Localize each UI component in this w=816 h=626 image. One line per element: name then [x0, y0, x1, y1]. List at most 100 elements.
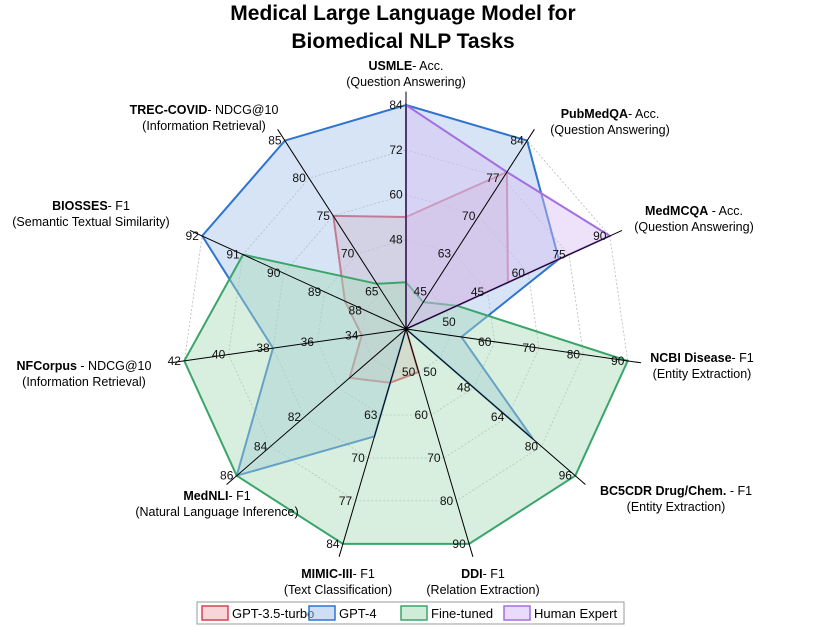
legend-label: Human Expert — [534, 606, 617, 621]
axis-title: USMLE- Acc. — [368, 59, 443, 73]
tick-label: 70 — [341, 247, 355, 261]
series-layer — [183, 103, 630, 545]
tick-label: 45 — [414, 284, 428, 298]
spoke-3 — [405, 229, 623, 330]
axis-name: MIMIC-III — [301, 567, 352, 581]
tick-label: 89 — [308, 285, 322, 299]
tick-label: 48 — [389, 232, 403, 246]
legend-label: GPT-4 — [339, 606, 377, 621]
tick-label: 40 — [212, 348, 226, 362]
axis-metric: - F1 — [108, 199, 130, 213]
tick-label: 70 — [351, 451, 365, 465]
axis-metric: - F1 — [732, 351, 754, 365]
spoke-4 — [405, 328, 642, 364]
axis-metric: - NDCG@10 — [207, 103, 278, 117]
axis-label-7: MIMIC-III- F1(Text Classification) — [284, 567, 392, 597]
axis-label-9: NFCorpus - NDCG@10(Information Retrieval… — [17, 359, 152, 389]
axis-metric: - Acc. — [628, 107, 659, 121]
axis-label-6: DDI- F1 (Relation Extraction) — [426, 567, 539, 597]
axis-task: (Entity Extraction) — [653, 367, 752, 381]
tick-label: 72 — [389, 143, 403, 157]
tick-label: 38 — [256, 341, 270, 355]
axis-task: (Natural Language Inference) — [135, 505, 298, 519]
tick-label: 70 — [427, 451, 441, 465]
tick-label: 36 — [301, 335, 315, 349]
tick-label: 60 — [415, 408, 429, 422]
tick-label: 60 — [512, 266, 526, 280]
tick-label: 42 — [168, 354, 182, 368]
tick-label: 63 — [364, 408, 378, 422]
spoke-9 — [170, 328, 407, 364]
tick-label: 90 — [452, 537, 466, 551]
tick-label: 80 — [440, 494, 454, 508]
axis-metric: - F1 — [483, 567, 505, 581]
tick-label: 80 — [525, 439, 539, 453]
tick-label: 65 — [365, 284, 379, 298]
axis-name: BC5CDR Drug/Chem. — [600, 484, 726, 498]
tick-label: 84 — [389, 98, 403, 112]
axis-task: (Relation Extraction) — [426, 583, 539, 597]
tick-label: 96 — [559, 469, 573, 483]
axis-name: NCBI Disease — [650, 351, 731, 365]
legend-swatch — [503, 605, 531, 621]
axis-label-11: TREC-COVID- NDCG@10 (Information Retrieva… — [130, 103, 279, 133]
grid-ring-4 — [228, 149, 584, 502]
legend: GPT-3.5-turbo GPT-4 Fine-tuned Human Expert — [196, 601, 625, 625]
spoke-11 — [277, 129, 407, 330]
axis-title: PubMedQA- Acc. — [561, 107, 660, 121]
axis-name: MedNLI — [183, 489, 228, 503]
chart-title: Medical Large Language Model for Biomedi… — [230, 2, 575, 53]
tick-label: 48 — [457, 381, 471, 395]
tick-label: 70 — [522, 341, 536, 355]
axis-title: BC5CDR Drug/Chem. - F1 — [600, 484, 752, 498]
axis-label-3: MedMCQA - Acc.(Question Answering) — [634, 204, 754, 234]
legend-item: GPT-3.5-turbo — [201, 605, 314, 621]
spoke-2 — [405, 129, 535, 330]
legend-swatch — [308, 605, 336, 621]
tick-label: 60 — [478, 335, 492, 349]
axis-metric: - F1 — [726, 484, 752, 498]
axis-name: USMLE — [368, 59, 412, 73]
legend-swatch — [201, 605, 229, 621]
axis-task: (Information Retrieval) — [142, 119, 266, 133]
axis-title: MedNLI- F1 — [183, 489, 250, 503]
grid-ring-2 — [316, 238, 496, 416]
axis-title: MedMCQA - Acc. — [645, 204, 743, 218]
tick-label: 63 — [438, 247, 452, 261]
axis-title: NCBI Disease- F1 — [650, 351, 754, 365]
tick-label: 60 — [389, 188, 403, 202]
axis-metric: - Acc. — [412, 59, 443, 73]
chart-title-line-1: Medical Large Language Model for — [230, 2, 575, 25]
series-area — [183, 253, 630, 545]
axis-title: MIMIC-III- F1 — [301, 567, 375, 581]
tick-label: 85 — [268, 134, 282, 148]
tick-label: 50 — [442, 315, 456, 329]
legend-label: GPT-3.5-turbo — [232, 606, 314, 621]
spoke-7 — [338, 328, 407, 557]
axis-name: BIOSSES — [52, 199, 108, 213]
tick-label: 90 — [593, 229, 607, 243]
axis-label-2: PubMedQA- Acc.(Question Answering) — [550, 107, 670, 137]
axis-title: DDI- F1 — [461, 567, 505, 581]
axis-name: TREC-COVID — [130, 103, 208, 117]
tick-label: 75 — [552, 248, 566, 262]
tick-label: 75 — [317, 209, 331, 223]
axis-name: NFCorpus — [17, 359, 77, 373]
tick-label: 80 — [292, 171, 306, 185]
grid-ring-3 — [272, 194, 540, 459]
axis-name: MedMCQA — [645, 204, 708, 218]
spoke-6 — [405, 328, 474, 557]
tick-label: 80 — [567, 348, 581, 362]
axis-metric: - F1 — [228, 489, 250, 503]
axis-metric: - Acc. — [708, 204, 743, 218]
tick-label: 92 — [186, 229, 200, 243]
axis-metric: - F1 — [353, 567, 375, 581]
axis-task: (Semantic Textual Similarity) — [12, 215, 169, 229]
axis-labels: USMLE- Acc.(Question Answering) PubMedQA-… — [12, 59, 754, 597]
legend-item: GPT-4 — [308, 605, 377, 621]
series-fine-tuned — [183, 253, 630, 545]
legend-item: Fine-tuned — [400, 605, 493, 621]
axis-label-1: USMLE- Acc.(Question Answering) — [346, 59, 466, 89]
tick-label: 50 — [402, 365, 416, 379]
